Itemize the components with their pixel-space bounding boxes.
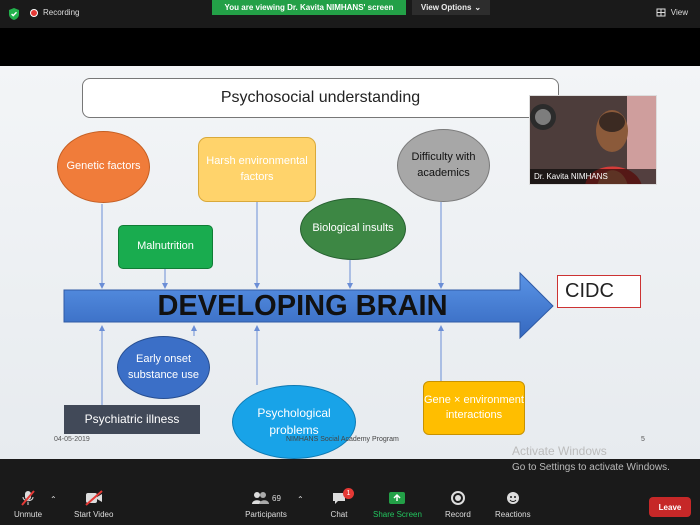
gene-environment-node: Gene × environment interactions <box>423 381 525 435</box>
record-icon <box>447 490 469 506</box>
viewing-banner: You are viewing Dr. Kavita NIMHANS' scre… <box>212 0 406 15</box>
share-screen-button[interactable]: Share Screen <box>373 490 422 519</box>
view-button[interactable]: View <box>656 8 688 17</box>
participant-video[interactable]: Dr. Kavita NIMHANS <box>529 95 657 185</box>
reactions-button[interactable]: Reactions <box>495 490 531 519</box>
cidc-label: CIDC <box>557 275 641 308</box>
diagram-connectors <box>63 202 554 405</box>
early-onset-node: Early onset substance use <box>117 336 210 399</box>
biological-insults-node: Biological insults <box>300 198 406 260</box>
developing-brain-label: DEVELOPING BRAIN <box>157 290 448 322</box>
screen-share-letterbox <box>0 28 700 66</box>
video-camera-muted-icon <box>83 490 105 506</box>
psychological-problems-node: Psychological problems <box>232 385 356 459</box>
psychiatric-illness-node: Psychiatric illness <box>64 405 200 434</box>
participants-options-chevron-icon[interactable]: ⌃ <box>297 495 304 504</box>
slide-footer: NIMHANS Social Academy Program <box>286 436 399 443</box>
slide-date: 04-05-2019 <box>54 436 90 443</box>
recording-label: Recording <box>43 8 80 17</box>
top-bar: Recording You are viewing Dr. Kavita NIM… <box>0 0 700 28</box>
activate-windows-subtitle: Go to Settings to activate Windows. <box>512 462 670 473</box>
audio-options-chevron-icon[interactable]: ⌃ <box>50 495 57 504</box>
harsh-environment-node: Harsh environmental factors <box>198 137 316 202</box>
start-video-button[interactable]: Start Video <box>74 490 113 519</box>
malnutrition-node: Malnutrition <box>118 225 213 269</box>
shared-slide: Psychosocial understanding Genetic facto… <box>0 66 700 459</box>
microphone-muted-icon <box>17 490 39 506</box>
difficulty-academics-node: Difficulty with academics <box>397 129 490 202</box>
record-button[interactable]: Record <box>445 490 471 519</box>
developing-brain-arrow <box>63 271 554 340</box>
chat-button[interactable]: 1 Chat <box>328 488 354 519</box>
unmute-button[interactable]: Unmute <box>14 490 42 519</box>
chat-icon: 1 <box>328 488 354 506</box>
grid-view-icon <box>656 8 666 17</box>
chat-badge: 1 <box>343 488 354 499</box>
record-icon <box>30 8 38 17</box>
reactions-icon <box>502 490 524 506</box>
recording-indicator[interactable]: Recording <box>30 8 79 17</box>
share-screen-icon <box>386 490 408 506</box>
view-options-button[interactable]: View Options ⌄ <box>412 0 490 15</box>
genetic-factors-node: Genetic factors <box>57 131 150 203</box>
leave-button[interactable]: Leave <box>649 497 691 517</box>
slide-page-number: 5 <box>641 436 645 443</box>
meeting-toolbar: Unmute ⌃ Start Video 69 Participants ⌃ 1… <box>0 485 700 525</box>
participants-icon: 69 <box>244 490 288 506</box>
slide-title: Psychosocial understanding <box>82 78 559 118</box>
participant-name: Dr. Kavita NIMHANS <box>530 169 656 184</box>
activate-windows-title: Activate Windows <box>512 444 607 458</box>
participants-count: 69 <box>272 493 281 503</box>
shield-icon[interactable] <box>8 7 20 21</box>
participants-button[interactable]: 69 Participants <box>244 490 288 519</box>
chevron-down-icon: ⌄ <box>474 3 482 12</box>
